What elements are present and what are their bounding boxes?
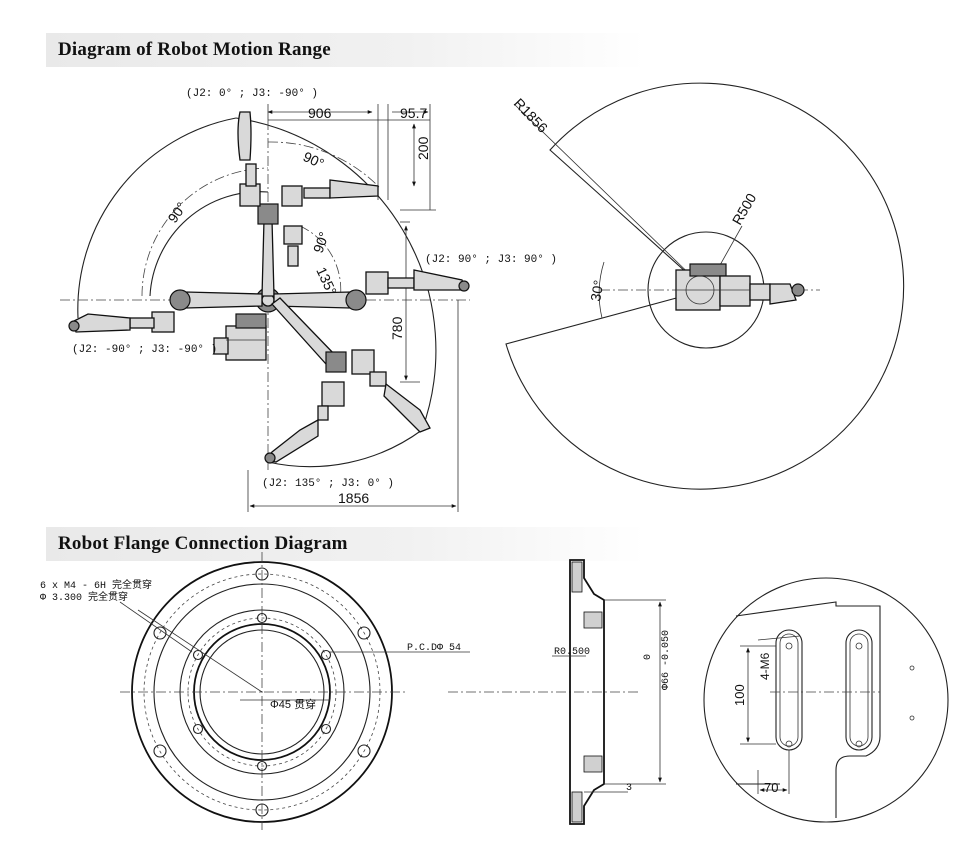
angle-30-label: 30° — [587, 279, 606, 303]
outer-reach-arc-left — [77, 117, 237, 319]
pose-label-left: (J2: -90° ; J3: -90° ) — [72, 344, 217, 356]
hole-note-1: 6 x M4 - 6H 完全贯穿 — [40, 578, 152, 592]
side-view-motion-range: (J2: 0° ; J3: -90° ) (J2: 90° ; J3: 90° … — [60, 88, 557, 512]
dim-780: 780 — [389, 316, 405, 340]
flange-front-view: 6 x M4 - 6H 完全贯穿 Φ 3.300 完全贯穿 P.C.DΦ 54 … — [40, 552, 470, 830]
radius-outer-label: R1856 — [511, 95, 551, 136]
pose-label-bottom: (J2: 135° ; J3: 0° ) — [262, 478, 394, 490]
tolerance-zero: 0 — [643, 654, 654, 660]
angle-arc-left — [141, 167, 269, 297]
top-view-motion-range: R1856 R500 30° — [505, 82, 905, 490]
dim-3-label: 3 — [626, 783, 632, 794]
dim-95-7: 95.7 — [400, 105, 427, 121]
r1856-leader — [513, 103, 707, 291]
hole-note-2: Φ 3.300 完全贯穿 — [40, 590, 128, 604]
slot-detail-view: 100 4-M6 70 — [703, 577, 949, 823]
angle-90-top: 90° — [301, 148, 327, 171]
slot-4-m6-label: 4-M6 — [758, 652, 772, 680]
arm-pose-right — [273, 269, 470, 311]
arm-pose-left — [68, 289, 263, 333]
pcd-label: P.C.DΦ 54 — [407, 643, 461, 654]
angle-arc-top — [267, 141, 381, 189]
pose-label-right: (J2: 90° ; J3: 90° ) — [425, 254, 557, 266]
flange-heading: Robot Flange Connection Diagram — [46, 527, 646, 561]
radius-r0-5-label: R0.500 — [554, 647, 590, 658]
diameter-66-label: Φ66 -0.050 — [661, 630, 672, 690]
m4-holes — [192, 612, 332, 772]
dim-906: 906 — [308, 105, 332, 121]
angle-30-arc — [598, 261, 605, 319]
pose-label-top: (J2: 0° ; J3: -90° ) — [186, 88, 318, 100]
inner-reach-arc — [149, 191, 269, 297]
angle-90-mid: 90° — [310, 230, 332, 255]
robot-top-view — [675, 263, 805, 311]
bore-label: Φ45 贯穿 — [270, 697, 316, 711]
motion-range-heading: Diagram of Robot Motion Range — [46, 33, 646, 67]
lower-reach-arc — [267, 429, 423, 468]
robot-base — [213, 313, 267, 361]
arm-pose-down — [264, 297, 431, 464]
angle-90-left: 90° — [164, 199, 189, 226]
detail-circle — [703, 577, 949, 823]
dim-1856: 1856 — [338, 490, 369, 506]
angle-arc-mid — [299, 225, 342, 301]
flange-title: Robot Flange Connection Diagram — [58, 533, 348, 554]
outer-reach-sector — [505, 82, 905, 490]
arm-pose-up — [237, 111, 379, 297]
dim-100-label: 100 — [732, 684, 747, 706]
dim-70-label: 70 — [764, 780, 778, 795]
outer-bolt-holes — [153, 567, 371, 817]
outer-reach-arc-right — [235, 117, 437, 431]
flange-section-view: R0.500 0 Φ66 -0.050 3 — [448, 559, 672, 825]
radius-inner-label: R500 — [729, 190, 760, 227]
motion-range-title: Diagram of Robot Motion Range — [58, 39, 331, 60]
dim-200: 200 — [415, 136, 431, 160]
